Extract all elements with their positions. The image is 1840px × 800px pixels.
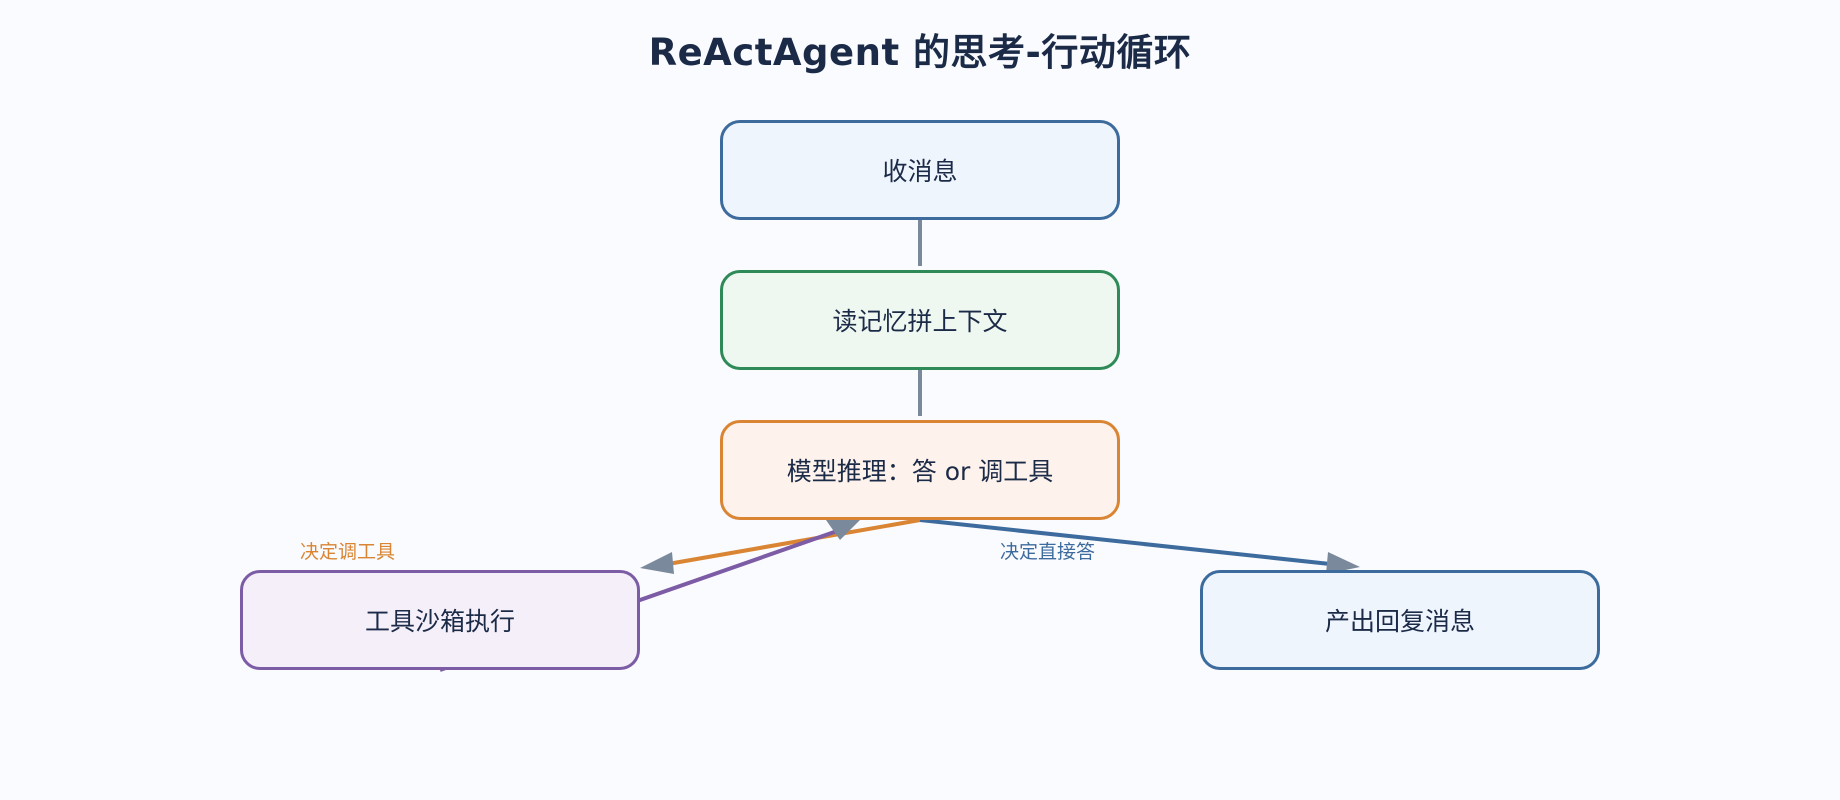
edge-label-answer-directly: 决定直接答 (1000, 541, 1096, 563)
node-tool-sandbox: 工具沙箱执行 (240, 570, 640, 670)
arrowhead-return (826, 520, 860, 540)
edge-reason-to-tool (667, 518, 921, 566)
edge-label-call-tool: 决定调工具 (300, 541, 396, 563)
node-model-reasoning: 模型推理：答 or 调工具 (720, 420, 1120, 520)
node-receive-message: 收消息 (720, 120, 1120, 220)
diagram-title: ReActAgent 的思考-行动循环 (648, 31, 1192, 74)
arrowhead-reply (1326, 552, 1360, 574)
edge-reason-to-reply (919, 518, 1331, 566)
arrowhead-tool (640, 552, 674, 574)
node-produce-reply: 产出回复消息 (1200, 570, 1600, 670)
node-read-memory: 读记忆拼上下文 (720, 270, 1120, 370)
